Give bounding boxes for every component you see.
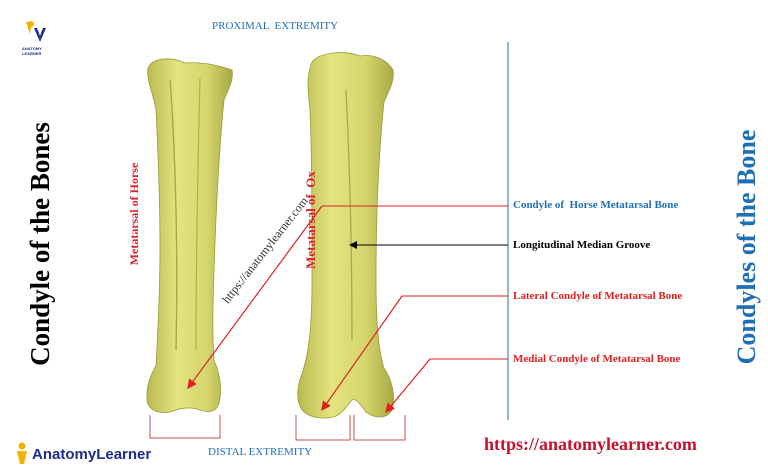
distal-extremity-label: DISTAL EXTREMITY <box>208 446 313 458</box>
ox-medial-bracket <box>353 415 406 441</box>
condyle-horse-label: Condyle of Horse Metatarsal Bone <box>513 199 679 211</box>
brand-figure-icon <box>17 442 27 464</box>
horse-bone-ridge <box>195 77 201 351</box>
horse-metatarsal-bone <box>146 58 233 413</box>
logo-mark-icon <box>26 21 46 42</box>
arrow-medial-condyle <box>385 358 431 413</box>
right-title: Condyles of the Bone <box>732 129 761 365</box>
brand-name-part1: Anatomy <box>32 445 97 463</box>
footer-url[interactable]: https://anatomylearner.com <box>484 434 697 454</box>
logo-top: ANATOMY LEARNER <box>22 20 52 58</box>
median-groove-label: Longitudinal Median Groove <box>513 239 651 251</box>
ox-metatarsal-bone <box>297 52 394 419</box>
medial-condyle-label: Medial Condyle of Metatarsal Bone <box>513 353 681 365</box>
horse-bone-label: Metatarsal of Horse <box>127 162 141 266</box>
proximal-extremity-label: PROXIMAL EXTREMITY <box>212 20 339 32</box>
brand-name-part2: Learner <box>96 445 152 463</box>
arrow-lateral-condyle <box>321 295 403 411</box>
ox-lateral-bracket <box>295 415 351 441</box>
logo-top-caption: ANATOMY LEARNER <box>22 46 42 56</box>
horse-bone-ridge <box>169 79 178 351</box>
lateral-condyle-label: Lateral Condyle of Metatarsal Bone <box>513 290 683 302</box>
horse-condyle-bracket <box>149 415 221 439</box>
ox-median-groove <box>345 89 353 341</box>
left-title: Condyle of the Bones <box>25 122 55 366</box>
arrow-condyle-horse <box>187 205 323 389</box>
